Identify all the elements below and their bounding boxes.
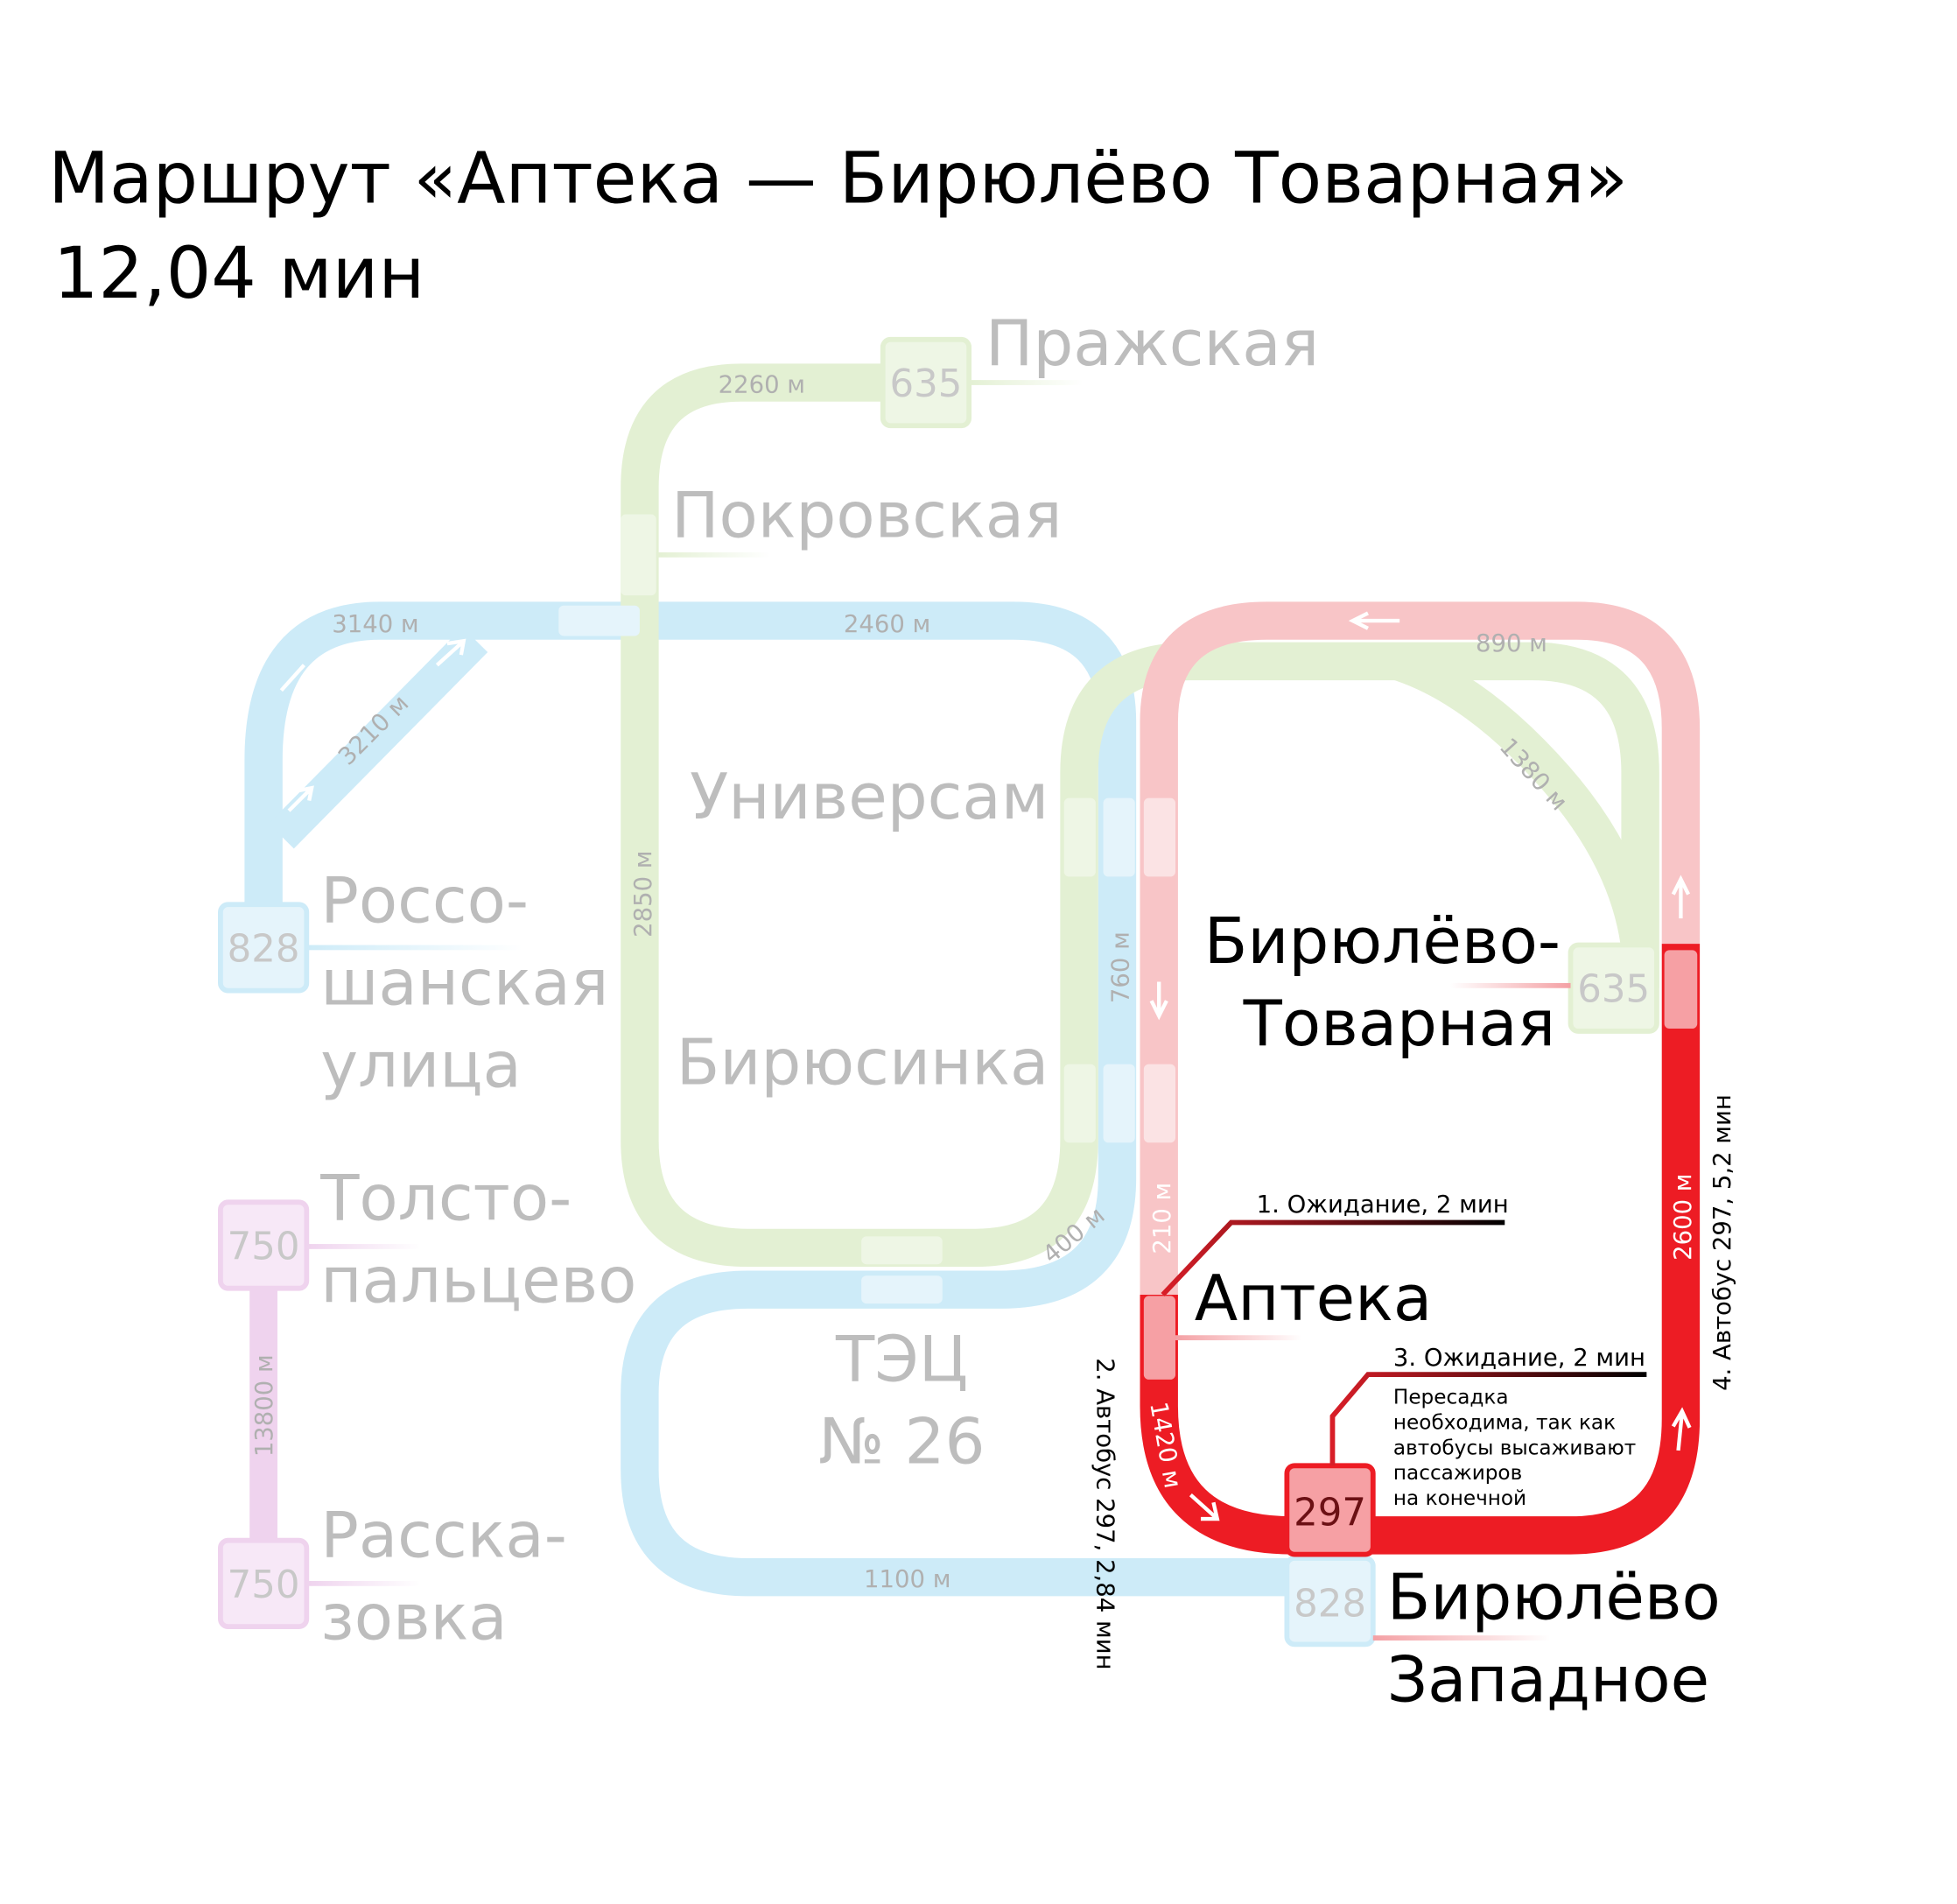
station-label-apteka: Аптека xyxy=(1195,1262,1432,1336)
distance-label: 2460 м xyxy=(844,610,930,638)
line-828-branch xyxy=(268,627,488,849)
stop-box-apteka[interactable] xyxy=(1143,1296,1176,1380)
distance-label: 1100 м xyxy=(864,1565,950,1593)
label-tick xyxy=(306,1580,421,1586)
svg-text:автобусы высаживают: автобусы высаживают xyxy=(1393,1437,1636,1459)
stop-box-tec26[interactable] xyxy=(861,1236,943,1304)
line-635-branch xyxy=(1387,643,1659,965)
svg-text:шанская: шанская xyxy=(320,947,608,1021)
label-tick xyxy=(1175,1335,1302,1341)
line-635 xyxy=(621,363,1659,1268)
step-3-note: Пересадка необходима, так как автобусы в… xyxy=(1393,1386,1636,1510)
svg-text:Россо-: Россо- xyxy=(320,864,529,938)
svg-text:Толсто-: Толсто- xyxy=(319,1163,572,1236)
station-label-biryulevo-zapadnoe: Бирюлёво Западное xyxy=(1387,1561,1721,1717)
svg-text:зовка: зовка xyxy=(320,1582,507,1655)
station-label-tolstopaltsevo: Толсто- пальцево xyxy=(319,1163,636,1318)
distance-label: 760 м xyxy=(1106,931,1134,1003)
step-3-label: 3. Ожидание, 2 мин xyxy=(1393,1344,1645,1372)
step-2-label: 2. Автобус 297, 2,84 мин xyxy=(1091,1358,1119,1669)
station-label-tec26: ТЭЦ № 26 xyxy=(818,1323,985,1479)
label-tick xyxy=(1372,1635,1551,1641)
callout-leader xyxy=(1161,1219,1505,1296)
stop-box-pokrovskaya-828[interactable] xyxy=(558,605,640,636)
distance-label: 2260 м xyxy=(719,371,805,399)
label-tick xyxy=(306,1244,421,1249)
svg-text:Бирюлёво: Бирюлёво xyxy=(1387,1561,1721,1634)
svg-text:на конечной: на конечной xyxy=(1393,1487,1526,1510)
line-828 xyxy=(244,601,1330,1597)
direction-arrows xyxy=(279,611,1692,1521)
distance-label: 210 м xyxy=(1148,1183,1176,1254)
route-duration: 12,04 мин xyxy=(53,233,424,315)
svg-text:Западное: Западное xyxy=(1387,1643,1709,1717)
svg-text:улица: улица xyxy=(320,1029,522,1103)
route-num-635: 635 xyxy=(1577,968,1650,1012)
station-label-pokrovskaya: Покровская xyxy=(671,480,1062,553)
step-1-label: 1. Ожидание, 2 мин xyxy=(1257,1191,1509,1219)
stop-box-biryulevo-tovarnaya-297[interactable] xyxy=(1664,950,1698,1029)
station-label-biryusinka: Бирюсинка xyxy=(677,1027,1049,1100)
route-num-297: 297 xyxy=(1294,1491,1366,1535)
svg-text:ТЭЦ: ТЭЦ xyxy=(835,1323,968,1396)
svg-text:Бирюлёво-: Бирюлёво- xyxy=(1204,905,1561,979)
line-297-inactive xyxy=(1140,601,1701,1295)
svg-text:№ 26: № 26 xyxy=(818,1405,985,1479)
svg-text:Расска-: Расска- xyxy=(320,1499,567,1572)
label-tick xyxy=(306,945,523,951)
distance-label: 890 м xyxy=(1476,629,1547,657)
label-tick xyxy=(969,380,1084,385)
svg-text:Товарная: Товарная xyxy=(1243,987,1556,1061)
stop-box-pokrovskaya[interactable] xyxy=(621,514,656,596)
route-num-828: 828 xyxy=(1294,1583,1366,1626)
label-tick xyxy=(1450,982,1571,988)
route-num-635: 635 xyxy=(890,362,963,406)
svg-text:Пересадка: Пересадка xyxy=(1393,1386,1509,1409)
step-4-label: 4. Автобус 297, 5,2 мин xyxy=(1708,1094,1736,1391)
station-label-prazhskaya: Пражская xyxy=(986,307,1319,381)
stop-box-biryulevo-zapadnoe-828[interactable] xyxy=(1284,1556,1376,1648)
route-num-750: 750 xyxy=(228,1225,300,1268)
station-label-universam: Универсам xyxy=(690,761,1049,834)
label-tick xyxy=(656,552,770,558)
callout-leader xyxy=(1329,1372,1647,1466)
distance-label: 13800 м xyxy=(250,1354,278,1457)
route-num-828: 828 xyxy=(228,927,300,971)
distance-label: 2850 м xyxy=(629,850,657,937)
station-label-rossoshanskaya: Россо- шанская улица xyxy=(320,864,608,1102)
svg-text:пассажиров: пассажиров xyxy=(1393,1462,1522,1485)
stop-box-biryusinka[interactable] xyxy=(1063,1064,1176,1143)
svg-text:пальцево: пальцево xyxy=(320,1245,636,1318)
distance-label: 3140 м xyxy=(332,610,418,638)
stop-box-universam[interactable] xyxy=(1063,797,1176,877)
svg-text:необходима, так как: необходима, так как xyxy=(1393,1411,1616,1434)
station-label-biryulevo-tovarnaya: Бирюлёво- Товарная xyxy=(1204,905,1561,1061)
station-label-rasskazovka: Расска- зовка xyxy=(320,1499,567,1655)
route-num-750: 750 xyxy=(228,1563,300,1607)
distance-label: 2600 м xyxy=(1669,1173,1697,1260)
map-title: Маршрут «Аптека — Бирюлёво Товарная» xyxy=(48,138,1628,221)
